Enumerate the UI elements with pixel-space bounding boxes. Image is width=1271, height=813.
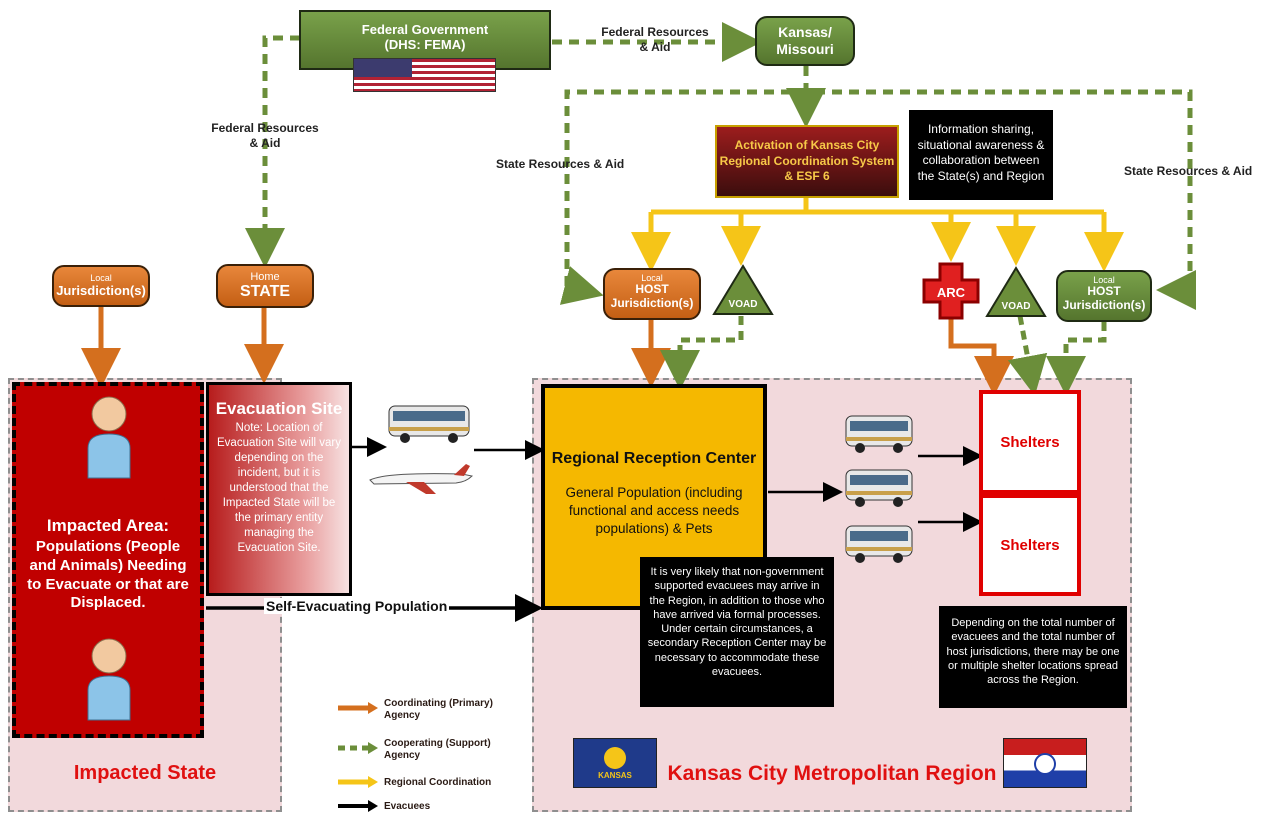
- kansas-missouri-line2: Missouri: [776, 40, 834, 57]
- host-right-line2: Jurisdiction(s): [1062, 298, 1146, 313]
- legend-label-regional: Regional Coordination: [384, 777, 492, 788]
- voad-left-to-reception-arrow: [660, 316, 744, 390]
- voad-left-label: VOAD: [729, 299, 758, 310]
- host-left-small: Local: [641, 273, 663, 283]
- home-state-box: Home STATE: [216, 264, 314, 308]
- local-jurisdiction-small: Local: [90, 273, 112, 283]
- evacuation-site-note: Note: Location of Evacuation Site will v…: [217, 422, 341, 554]
- kansas-missouri-line1: Kansas/: [778, 24, 832, 40]
- home-state-big: STATE: [239, 283, 291, 300]
- impacted-area-body: Populations (People and Animals) Needing…: [27, 538, 189, 612]
- us-flag-icon: [353, 58, 496, 92]
- red-cross-icon: ARC: [922, 262, 980, 320]
- host-right-small: Local: [1093, 275, 1115, 285]
- legend-yellow-swatch: [338, 776, 378, 788]
- non-gov-note-text: It is very likely that non-government su…: [647, 566, 827, 679]
- host-right-line1: HOST: [1087, 284, 1121, 299]
- host-jurisdiction-left-box: Local HOST Jurisdiction(s): [603, 268, 701, 320]
- kansas-flag-text: KANSAS: [598, 771, 632, 780]
- legend-orange-swatch: [338, 702, 378, 714]
- federal-title: Federal Government: [361, 22, 489, 37]
- shelter-note-box: Depending on the total number of evacuee…: [939, 606, 1127, 708]
- evacuation-site-title: Evacuation Site: [215, 399, 343, 418]
- federal-to-home-label: Federal Resources & Aid: [211, 121, 319, 150]
- state-aid-left-arrow: [559, 266, 604, 305]
- shelter-box-1: Shelters: [979, 390, 1081, 494]
- federal-to-state-label: Federal Resources & Aid: [601, 25, 709, 54]
- impacted-area-title: Impacted Area:: [46, 516, 170, 535]
- bus-icon: [388, 405, 470, 443]
- activation-box: Activation of Kansas City Regional Coord…: [715, 125, 899, 198]
- arc-label: ARC: [937, 285, 966, 300]
- home-state-small: Home: [250, 271, 280, 283]
- shelter-label-2: Shelters: [1000, 536, 1060, 554]
- voad-right-label: VOAD: [1002, 301, 1031, 312]
- state-aid-left-label: State Resources & Aid: [496, 157, 625, 171]
- bus-icon: [845, 525, 913, 563]
- host-right-to-shelters-arrow: [1046, 322, 1107, 396]
- state-aid-loop: [564, 89, 1196, 310]
- local-jurisdiction-box: Local Jurisdiction(s): [52, 265, 150, 307]
- non-gov-note-box: It is very likely that non-government su…: [640, 557, 834, 707]
- voad-left-triangle: VOAD: [712, 264, 774, 315]
- legend-label-primary: Coordinating (Primary) Agency: [384, 698, 493, 721]
- legend-black-swatch: [338, 800, 378, 812]
- self-evacuating-label: Self-Evacuating Population: [264, 598, 450, 614]
- host-jurisdiction-right-box: Local HOST Jurisdiction(s): [1056, 270, 1152, 322]
- info-sharing-text: Information sharing, situational awarene…: [917, 122, 1045, 183]
- missouri-flag-icon: [1003, 738, 1087, 788]
- info-sharing-box: Information sharing, situational awarene…: [909, 110, 1053, 200]
- legend-green-swatch: [338, 742, 378, 754]
- shelter-box-2: Shelters: [979, 494, 1081, 596]
- activation-text: Activation of Kansas City Regional Coord…: [719, 138, 895, 184]
- host-left-line1: HOST: [635, 282, 669, 297]
- host-left-line2: Jurisdiction(s): [610, 296, 694, 311]
- voad-right-triangle: VOAD: [985, 266, 1047, 317]
- bus-icon: [845, 469, 913, 507]
- evacuation-site-box: Evacuation Site Note: Location of Evacua…: [206, 382, 352, 596]
- reception-center-body: General Population (including functional…: [565, 485, 743, 537]
- voad-right-to-shelters-arrow: [1007, 315, 1048, 396]
- state-aid-right-label: State Resources & Aid: [1124, 164, 1253, 178]
- impacted-state-label: Impacted State: [73, 762, 217, 784]
- shelter-label-1: Shelters: [1000, 433, 1060, 451]
- person-icon: [87, 638, 131, 721]
- kansas-flag-icon: KANSAS: [573, 738, 657, 788]
- reception-center-title: Regional Reception Center: [551, 450, 757, 467]
- kansas-missouri-box: Kansas/ Missouri: [755, 16, 855, 66]
- legend-label-support: Cooperating (Support) Agency: [384, 738, 491, 761]
- airplane-icon: [369, 464, 474, 494]
- local-jurisdiction-big: Jurisdiction(s): [56, 283, 146, 298]
- legend-label-evacuees: Evacuees: [384, 801, 431, 812]
- kc-region-label: Kansas City Metropolitan Region: [667, 762, 997, 785]
- federal-government-box: Federal Government (DHS: FEMA): [299, 10, 551, 70]
- shelter-note-text: Depending on the total number of evacuee…: [946, 617, 1120, 687]
- legend: Coordinating (Primary) Agency Cooperatin…: [336, 692, 536, 812]
- federal-subtitle: (DHS: FEMA): [384, 37, 466, 52]
- bus-icon: [845, 415, 913, 453]
- person-icon: [87, 396, 131, 479]
- federal-to-home-state-arrow: [245, 35, 300, 268]
- arc-to-shelters-arrow: [948, 318, 1014, 396]
